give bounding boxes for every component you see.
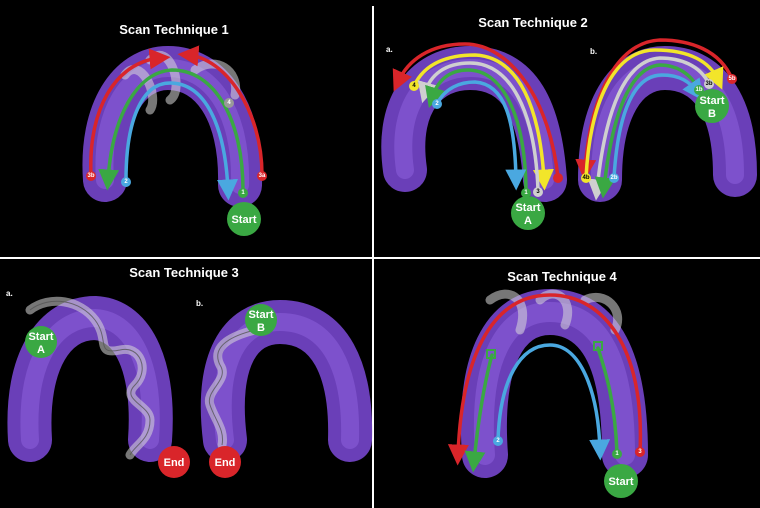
svg-text:2: 2 <box>496 438 500 444</box>
svg-text:Start: Start <box>28 331 53 343</box>
step-label-3: 3 <box>635 447 645 457</box>
svg-text:3a: 3a <box>259 173 266 179</box>
scan-path-red <box>89 48 171 177</box>
svg-text:3: 3 <box>536 189 540 195</box>
step-label-1: 1 <box>521 188 531 198</box>
start-marker: Start <box>227 202 261 236</box>
svg-text:1: 1 <box>524 190 528 196</box>
panel-title: Scan Technique 2 <box>478 15 588 30</box>
svg-text:Start: Start <box>248 309 273 321</box>
sub-label-a: a. <box>6 289 13 298</box>
step-label-3a: 3a <box>257 171 267 181</box>
step-label-4b: 4b <box>581 173 591 183</box>
svg-text:2: 2 <box>435 101 439 107</box>
step-label-3: 3 <box>533 187 543 197</box>
svg-text:4: 4 <box>227 100 231 106</box>
step-label-2b: 2b <box>609 173 619 183</box>
scan-path-blue <box>124 81 239 201</box>
end-marker-b: End <box>209 446 241 478</box>
svg-text:Start: Start <box>515 202 540 214</box>
svg-text:Start: Start <box>231 214 256 226</box>
svg-text:3b: 3b <box>705 81 712 87</box>
step-label-2: 2 <box>121 177 131 187</box>
svg-text:4b: 4b <box>582 175 589 181</box>
svg-text:End: End <box>164 457 185 469</box>
step-label-2: 2 <box>432 99 442 109</box>
step-label-5b: 5b <box>727 74 737 84</box>
svg-text:A: A <box>37 344 45 356</box>
svg-text:3: 3 <box>638 449 642 455</box>
step-label-3b: 3b <box>86 171 96 181</box>
green-marker <box>486 349 496 359</box>
svg-text:2b: 2b <box>610 175 617 181</box>
panel-title: Scan Technique 4 <box>507 269 617 284</box>
svg-text:1: 1 <box>241 190 245 196</box>
panel-title: Scan Technique 3 <box>129 265 239 280</box>
step-label-4: 4 <box>409 81 419 91</box>
panel-title: Scan Technique 1 <box>119 22 229 37</box>
green-marker <box>593 341 603 351</box>
end-marker-a: End <box>158 446 190 478</box>
svg-text:4: 4 <box>412 83 416 89</box>
svg-text:B: B <box>257 322 265 334</box>
step-label-2: 2 <box>493 436 503 446</box>
step-label-3b: 3b <box>704 79 714 89</box>
svg-text:5b: 5b <box>728 76 735 82</box>
sub-label-a: a. <box>386 45 393 54</box>
step-label-1: 1 <box>612 449 622 459</box>
step-label-1: 1 <box>238 188 248 198</box>
step-label-4: 4 <box>224 98 234 108</box>
svg-text:End: End <box>215 457 236 469</box>
svg-text:2: 2 <box>124 179 128 185</box>
svg-text:Start: Start <box>608 476 633 488</box>
svg-text:B: B <box>708 108 716 120</box>
svg-text:1: 1 <box>615 451 619 457</box>
svg-text:A: A <box>524 215 532 227</box>
scan-path-green <box>98 68 245 192</box>
step-label-1b: 1b <box>694 85 704 95</box>
svg-text:1b: 1b <box>695 87 702 93</box>
svg-text:3b: 3b <box>87 173 94 179</box>
step-dot-red <box>553 173 563 183</box>
sub-label-b: b. <box>590 47 597 56</box>
svg-text:Start: Start <box>699 95 724 107</box>
start-marker: Start <box>604 464 638 498</box>
sub-label-b: b. <box>196 299 203 308</box>
panel-scan-technique-4: Scan Technique 4 2 1 3 Start <box>447 269 648 498</box>
panel-scan-technique-1: Scan Technique 1 3b 2 1 3a 4 Start <box>82 22 267 236</box>
